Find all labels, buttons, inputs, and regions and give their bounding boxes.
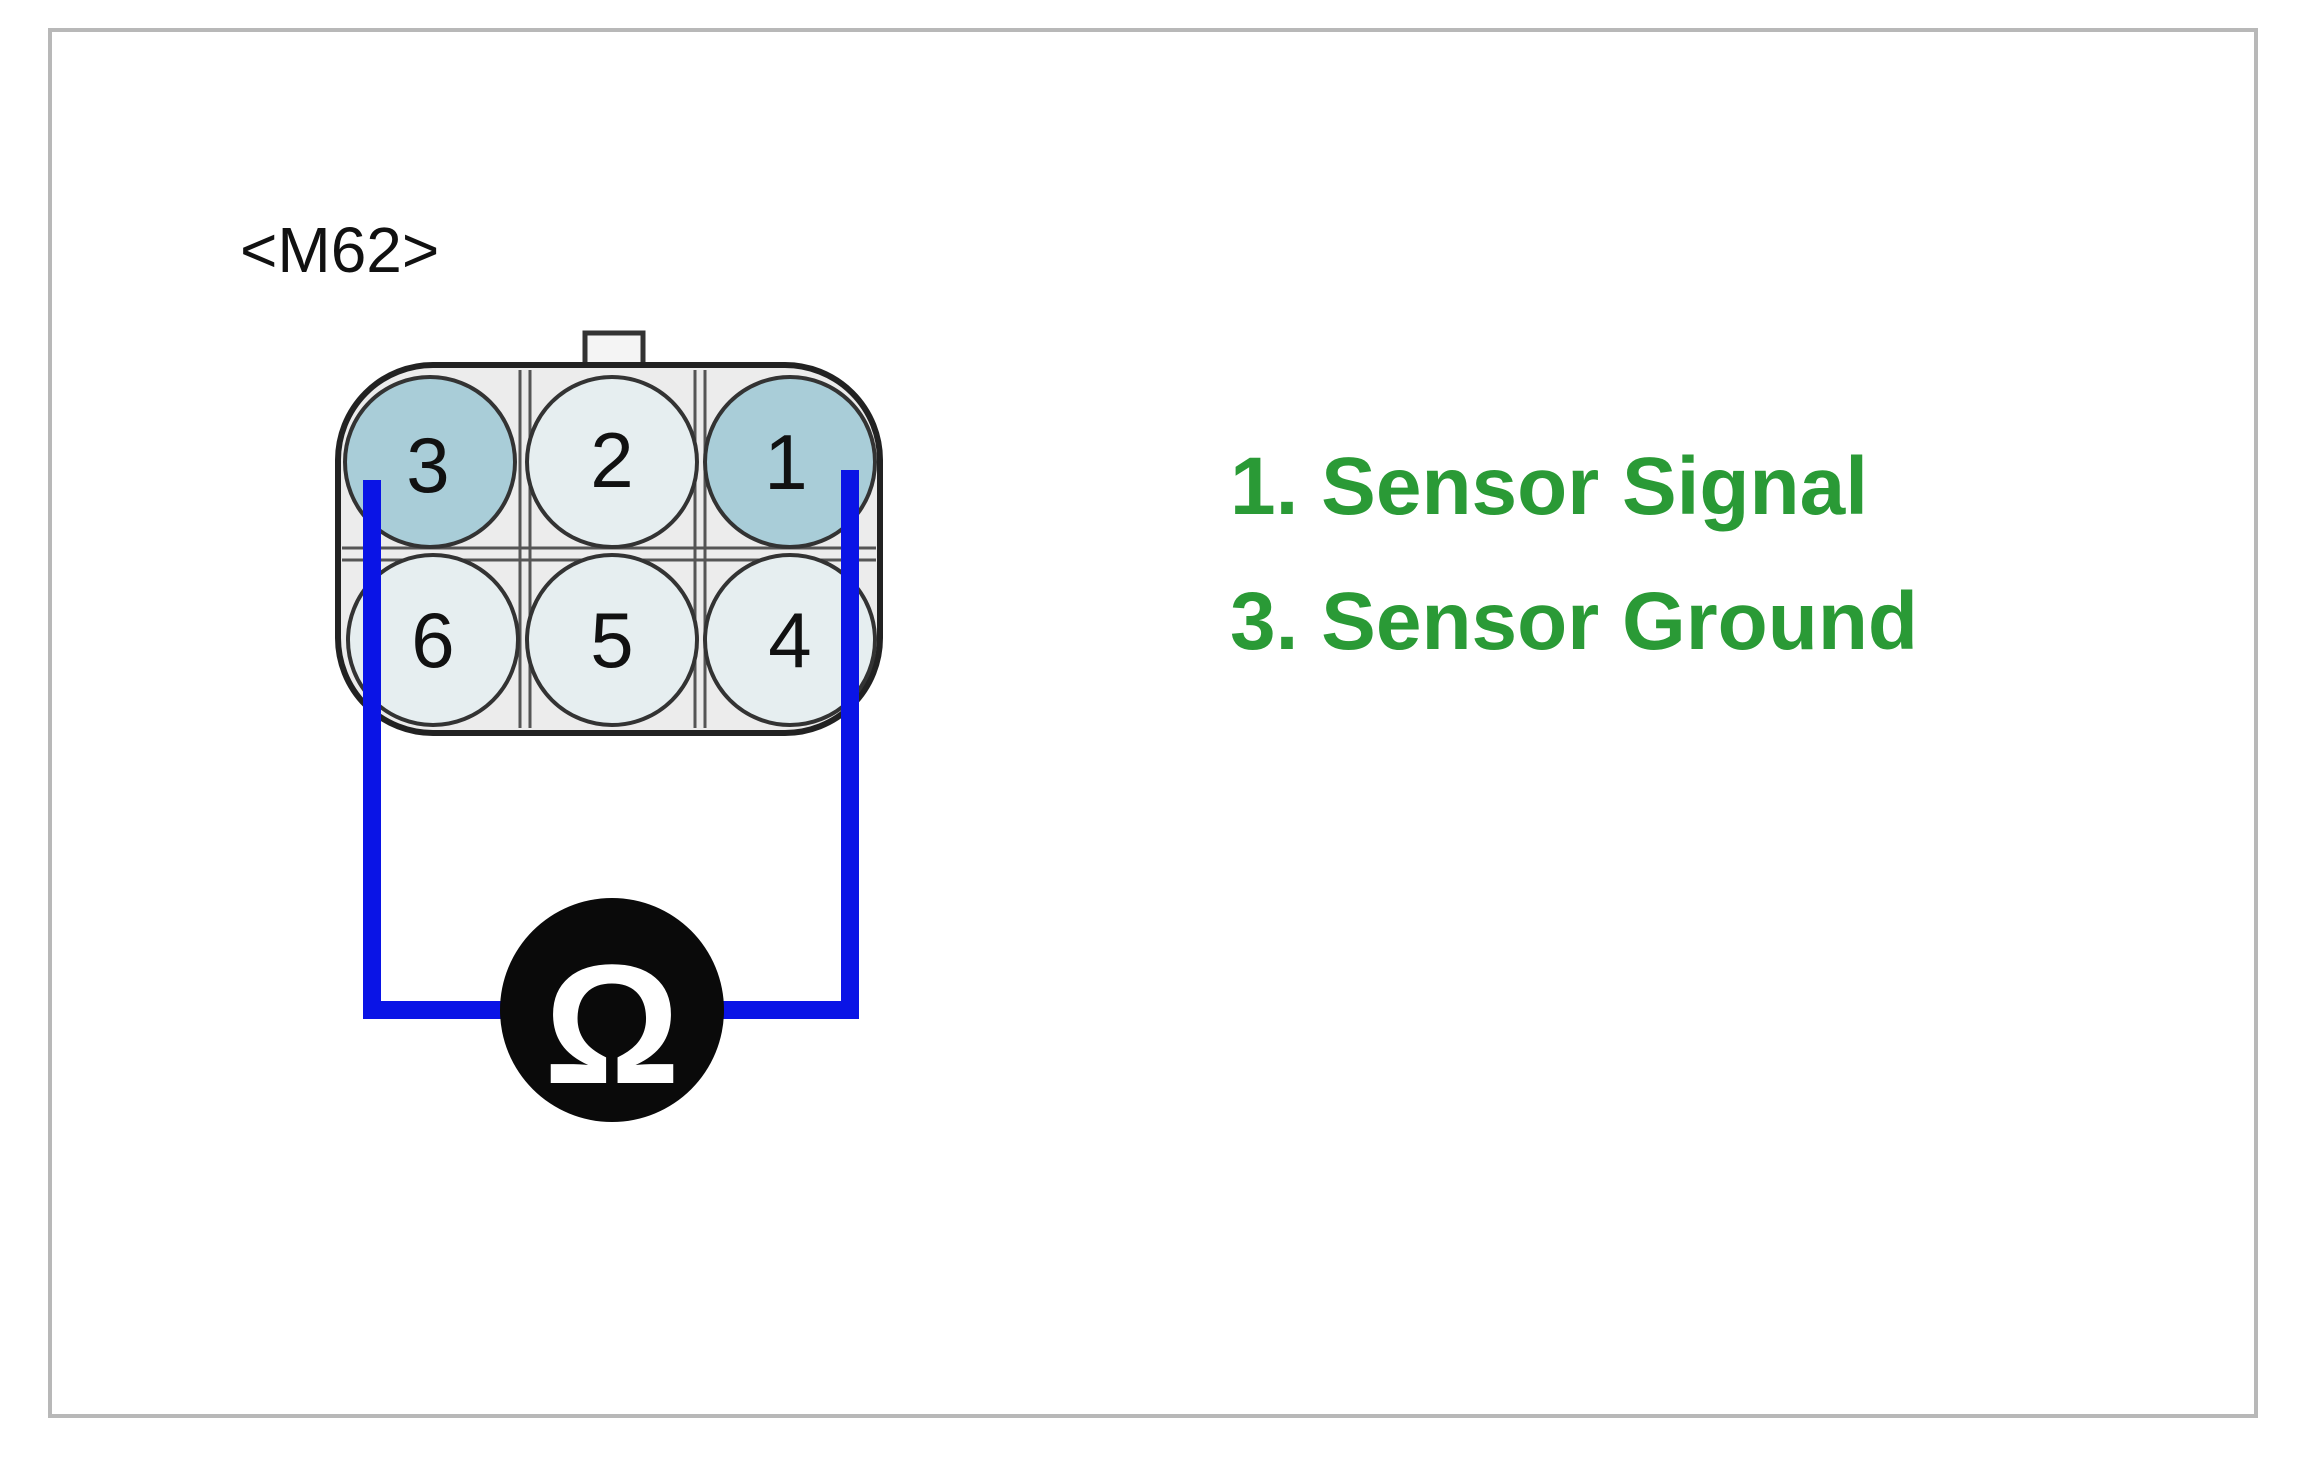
pin-3-circle [343, 375, 517, 549]
ohm-symbol: Ω [544, 930, 680, 1120]
pin-6-circle [346, 553, 520, 727]
pin-6-label: 6 [411, 596, 454, 684]
legend-item-sensor-ground: 3. Sensor Ground [1230, 576, 1918, 667]
legend-item-sensor-signal: 1. Sensor Signal [1230, 441, 1868, 532]
pin-3-label: 3 [406, 421, 449, 509]
pin-2-circle [525, 375, 699, 549]
pin-1-circle [703, 375, 877, 549]
pin-4-label: 4 [768, 596, 811, 684]
connector-id-label: <M62> [240, 214, 439, 286]
pin-4-circle [703, 553, 877, 727]
pin-2-label: 2 [590, 416, 633, 504]
connector-pins: 3 2 1 6 5 4 [343, 375, 877, 727]
pin-5-circle [525, 553, 699, 727]
ohmmeter-icon: Ω [500, 898, 724, 1122]
pin-5-label: 5 [590, 596, 633, 684]
pin-1-label: 1 [764, 418, 807, 506]
test-lead-pin-1 [715, 470, 859, 1019]
test-lead-pin-3 [363, 480, 505, 1019]
